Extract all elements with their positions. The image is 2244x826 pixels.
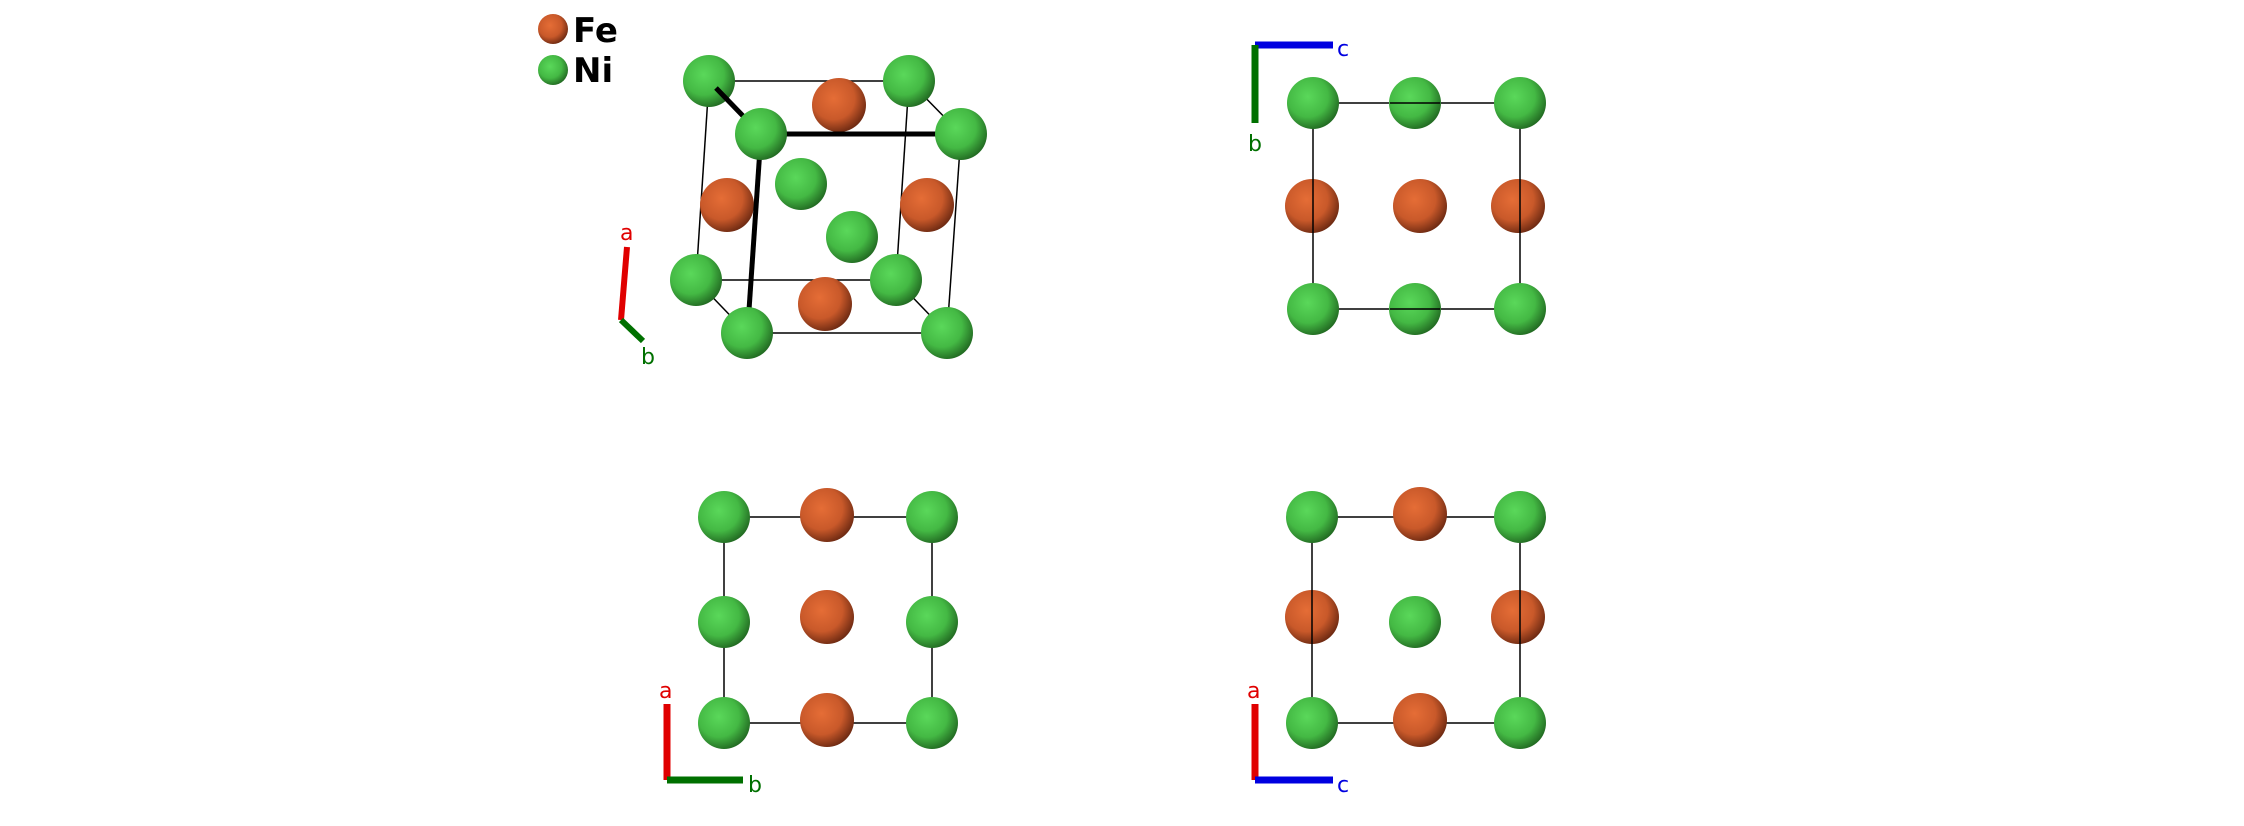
ni-atom xyxy=(935,108,987,160)
ni-atom xyxy=(698,697,750,749)
axis-indicator: a b xyxy=(618,221,655,370)
fe-atom xyxy=(798,277,852,331)
axis-c-label: c xyxy=(1337,773,1349,798)
legend-ni-label: Ni xyxy=(573,51,613,91)
ni-atom xyxy=(870,254,922,306)
ni-atom xyxy=(1494,697,1546,749)
fe-atom xyxy=(1393,693,1447,747)
cell-axis-lines xyxy=(714,86,961,311)
fe-atom xyxy=(700,178,754,232)
axis-indicator: a c xyxy=(1247,679,1349,798)
ni-atom xyxy=(1287,283,1339,335)
ni-atom xyxy=(721,307,773,359)
axis-a xyxy=(618,246,630,321)
fe-atom xyxy=(812,78,866,132)
ni-atom xyxy=(1389,596,1441,648)
ni-atom xyxy=(826,211,878,263)
panel-perspective: a b xyxy=(618,55,987,370)
axis-b-label: b xyxy=(748,773,762,798)
ni-atom xyxy=(906,596,958,648)
axis-b xyxy=(618,317,646,344)
ni-atom xyxy=(921,307,973,359)
fe-atom xyxy=(800,488,854,542)
panel-ab-view: a b xyxy=(659,488,958,798)
fe-atom xyxy=(1491,590,1545,644)
fe-atom xyxy=(900,178,954,232)
axis-a-label: a xyxy=(1247,679,1260,704)
fe-atom xyxy=(1285,179,1339,233)
axis-a-label: a xyxy=(620,221,633,246)
legend-fe-swatch xyxy=(538,14,568,44)
ni-atom xyxy=(1494,77,1546,129)
fe-atom xyxy=(1393,487,1447,541)
legend: Fe Ni xyxy=(538,11,618,91)
ni-atom xyxy=(670,254,722,306)
axis-a-label: a xyxy=(659,679,672,704)
panel-bc-view: c b xyxy=(1248,37,1546,335)
legend-fe-label: Fe xyxy=(573,11,618,51)
axis-c-label: c xyxy=(1337,37,1349,62)
fe-atom xyxy=(800,590,854,644)
ni-atom xyxy=(775,158,827,210)
ni-atom xyxy=(698,596,750,648)
axis-b-label: b xyxy=(641,345,655,370)
fe-atom xyxy=(1491,179,1545,233)
axis-indicator: c b xyxy=(1248,37,1349,157)
panel-ac-view: a c xyxy=(1247,487,1546,798)
axis-indicator: a b xyxy=(659,679,762,798)
axis-b-label: b xyxy=(1248,132,1262,157)
ni-atom xyxy=(883,55,935,107)
ni-atom xyxy=(906,697,958,749)
legend-ni-swatch xyxy=(538,55,568,85)
ni-atom xyxy=(698,491,750,543)
ni-atom xyxy=(1287,77,1339,129)
ni-atom xyxy=(1286,491,1338,543)
fe-atom xyxy=(1393,179,1447,233)
fe-atom xyxy=(800,693,854,747)
ni-atom xyxy=(1494,283,1546,335)
ni-atom xyxy=(735,108,787,160)
ni-atom xyxy=(906,491,958,543)
ni-atom xyxy=(1286,697,1338,749)
ni-atom xyxy=(1494,491,1546,543)
